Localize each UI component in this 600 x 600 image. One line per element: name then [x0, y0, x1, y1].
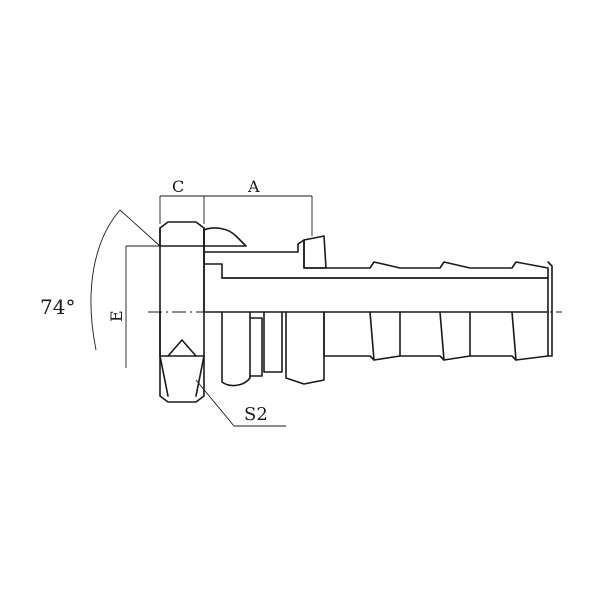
angle-label: 74°: [40, 295, 75, 319]
dim-c-label: C: [172, 177, 184, 196]
body-section: [203, 239, 549, 279]
section-view: [159, 221, 549, 279]
dim-e-label: E: [107, 310, 126, 322]
dimensions: [90, 195, 313, 427]
nut-lip: [203, 227, 247, 247]
dim-s2-label: S2: [244, 404, 268, 425]
fitting-outline: [159, 227, 553, 403]
dim-a-label: A: [247, 177, 260, 196]
nut-section: [159, 221, 205, 247]
sleeve-section: [303, 235, 327, 269]
